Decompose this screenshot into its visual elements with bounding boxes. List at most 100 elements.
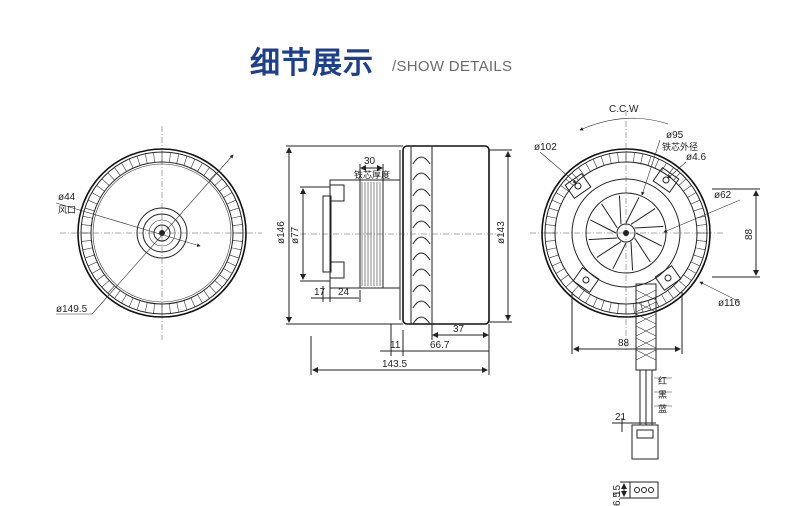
side-vanes (412, 156, 431, 325)
front-dia-outer: ø149.5 (56, 304, 88, 315)
tooth-mark (231, 215, 242, 219)
front-dia-inlet: ø44 (58, 192, 76, 203)
fan-blade (635, 232, 662, 247)
rear-rotation: C.C.W (609, 104, 639, 115)
rear-bracket-top-right (652, 167, 680, 193)
tooth-mark (144, 302, 148, 313)
tooth-mark (661, 294, 667, 304)
tooth-mark (169, 152, 171, 163)
tooth-mark (169, 303, 171, 314)
tooth-mark (176, 302, 180, 313)
front-grip-teeth (81, 152, 243, 314)
fan-blade (630, 208, 656, 225)
front-outer-ring (77, 148, 247, 318)
tooth-mark (232, 240, 243, 242)
tooth-mark (578, 167, 585, 176)
tooth-mark (608, 153, 612, 164)
rear-dia-95: ø95 (666, 130, 684, 141)
tooth-mark (545, 224, 556, 226)
tooth-mark (91, 192, 101, 198)
side-vane (412, 252, 431, 261)
tooth-mark (226, 261, 237, 267)
tooth-mark (81, 224, 92, 226)
tooth-mark (673, 285, 681, 294)
side-dim-24: 24 (338, 287, 350, 298)
rear-core-outer-dia: 铁芯外径 (662, 141, 698, 153)
tooth-mark (91, 268, 101, 274)
connector-housing (631, 424, 659, 460)
tooth-mark (560, 274, 569, 281)
fan-blade (625, 197, 640, 224)
tooth-mark (229, 207, 240, 212)
side-vane (412, 300, 431, 309)
rear-dia-62: ø62 (714, 190, 732, 201)
rotation-arrow (579, 117, 669, 131)
tooth-mark (229, 254, 240, 259)
tooth-mark (82, 247, 93, 251)
rear-bracket-top-left (564, 173, 592, 199)
side-dim-66-7: 66.7 (430, 340, 450, 351)
tooth-mark (96, 185, 105, 192)
tooth-mark (114, 290, 121, 299)
front-view: ø44 风口 ø149.5 (55, 126, 262, 340)
tooth-mark (219, 274, 228, 281)
rear-dia-4-6: ø4.6 (686, 152, 706, 163)
fan-blade (630, 241, 634, 271)
tooth-mark (600, 155, 605, 166)
tooth-mark (585, 294, 591, 304)
fan-blade (618, 195, 622, 225)
side-view: 30 铁芯厚度 ø146 ø77 ø143 17 24 37 11 66.7 1… (276, 145, 512, 375)
fan-blade (596, 241, 622, 258)
tooth-mark (197, 162, 203, 172)
side-dia-77: ø77 (290, 226, 301, 244)
tooth-mark (107, 285, 115, 294)
tooth-mark (209, 172, 217, 181)
tooth-mark (176, 153, 180, 164)
tooth-mark (551, 261, 562, 267)
rear-fan-blades (588, 195, 664, 271)
rear-outer-ring (541, 148, 711, 318)
tooth-mark (608, 302, 612, 313)
tooth-mark (667, 290, 674, 299)
side-vane (412, 204, 431, 213)
tooth-mark (551, 199, 562, 205)
tooth-mark (81, 240, 92, 242)
tooth-mark (696, 240, 707, 242)
side-vane (412, 220, 431, 229)
cable-sleeve (635, 283, 657, 371)
side-vane (412, 188, 431, 197)
tooth-mark (223, 192, 233, 198)
tooth-mark (219, 185, 228, 192)
rear-view: C.C.W ø95 铁芯外径 ø102 ø4.6 ø62 88 ø116 88 … (530, 104, 760, 506)
rear-bracket-bottom-right (654, 265, 682, 291)
tooth-mark (232, 224, 243, 226)
tooth-mark (82, 215, 93, 219)
tooth-mark (678, 280, 687, 288)
fan-blade (590, 219, 617, 234)
fan-blade (612, 242, 627, 269)
connector-plug (629, 481, 659, 499)
tooth-mark (128, 297, 134, 308)
rear-bracket-bottom-left (572, 267, 600, 293)
tooth-mark (136, 300, 141, 311)
tooth-mark (683, 274, 692, 281)
tooth-mark (197, 294, 203, 304)
tooth-mark (107, 172, 115, 181)
tooth-mark (114, 167, 121, 176)
tooth-mark (190, 158, 196, 169)
section-subtitle: /SHOW DETAILS (392, 58, 513, 75)
tooth-mark (214, 280, 223, 288)
tooth-mark (617, 152, 619, 163)
tooth-mark (144, 153, 148, 164)
tooth-mark (84, 254, 95, 259)
tooth-mark (128, 158, 134, 169)
side-vane (412, 268, 431, 277)
wire-black: 黑 (658, 390, 667, 401)
tooth-mark (136, 155, 141, 166)
tooth-mark (695, 247, 706, 251)
side-vane (412, 156, 431, 165)
side-housing (402, 145, 490, 325)
rear-dim-15: 15 (612, 484, 623, 496)
side-vane (412, 284, 431, 293)
tooth-mark (687, 192, 697, 198)
